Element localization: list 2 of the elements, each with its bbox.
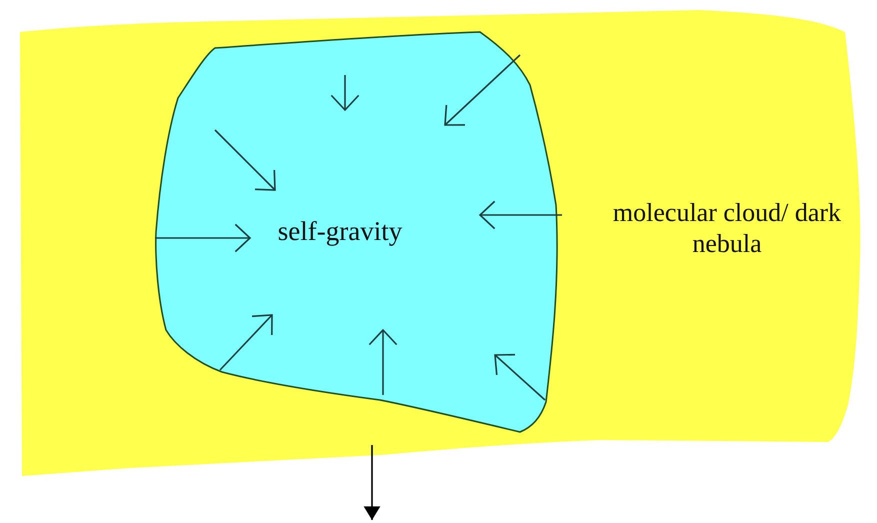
region-label: self-gravity [276, 215, 404, 248]
region-label: molecular cloud/ dark nebula [612, 197, 842, 260]
